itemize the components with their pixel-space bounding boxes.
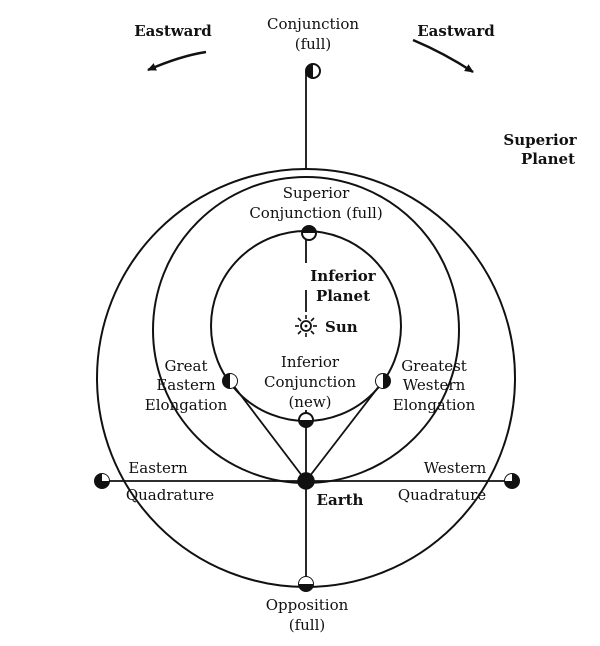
eastern-quadrature-label: Quadrature <box>126 486 214 504</box>
inferior-planet-label-line2: Planet <box>316 287 370 305</box>
conjunction-label: Conjunction <box>267 15 359 33</box>
greatest-western-label-line1: Greatest <box>401 357 467 375</box>
great-eastern-label-line1: Great <box>164 357 207 375</box>
superior-conjunction-label-line2: Conjunction (full) <box>249 204 382 222</box>
superior-planet-label-line2: Planet <box>521 150 575 168</box>
eastward-arrow-left <box>147 50 207 72</box>
inferior-conjunction-label-line1: Inferior <box>281 353 340 371</box>
greatest-western-label-line3: Elongation <box>393 396 476 414</box>
earth-marker <box>297 472 315 490</box>
conjunction-planet-marker <box>305 63 321 79</box>
great-eastern-label-line3: Elongation <box>145 396 228 414</box>
eastward-label-left: Eastward <box>134 22 212 40</box>
conjunction-phase-label: (full) <box>295 35 332 53</box>
superior-conjunction-label-line1: Superior <box>283 184 350 202</box>
eastern-label: Eastern <box>128 459 188 477</box>
sun-label: Sun <box>325 318 358 336</box>
superior-planet-label-line1: Superior <box>503 131 577 149</box>
sun-icon <box>295 315 317 337</box>
greatest-western-label-line2: Western <box>403 376 466 394</box>
line-earth-to-eastern-elongation <box>229 380 307 482</box>
eastward-arrow-right <box>412 38 474 74</box>
line-earth-to-western-elongation <box>305 380 384 482</box>
earth-label: Earth <box>317 491 364 509</box>
opposition-label: Opposition <box>266 596 349 614</box>
eastern-quadrature-marker <box>94 473 110 489</box>
inferior-conjunction-label-line2: Conjunction <box>264 373 356 391</box>
eastward-label-right: Eastward <box>417 22 495 40</box>
superior-conjunction-marker <box>301 225 317 241</box>
opposition-phase-label: (full) <box>289 616 326 634</box>
eastern-elongation-marker <box>222 373 238 389</box>
western-quadrature-label: Quadrature <box>398 486 486 504</box>
western-quadrature-marker <box>504 473 520 489</box>
great-eastern-label-line2: Eastern <box>156 376 216 394</box>
western-elongation-marker <box>375 373 391 389</box>
inferior-planet-label-line1: Inferior <box>310 267 377 285</box>
inferior-conjunction-label-line3: (new) <box>288 393 331 411</box>
opposition-marker <box>298 576 314 592</box>
inferior-conjunction-marker <box>298 412 314 428</box>
western-label: Western <box>424 459 487 477</box>
